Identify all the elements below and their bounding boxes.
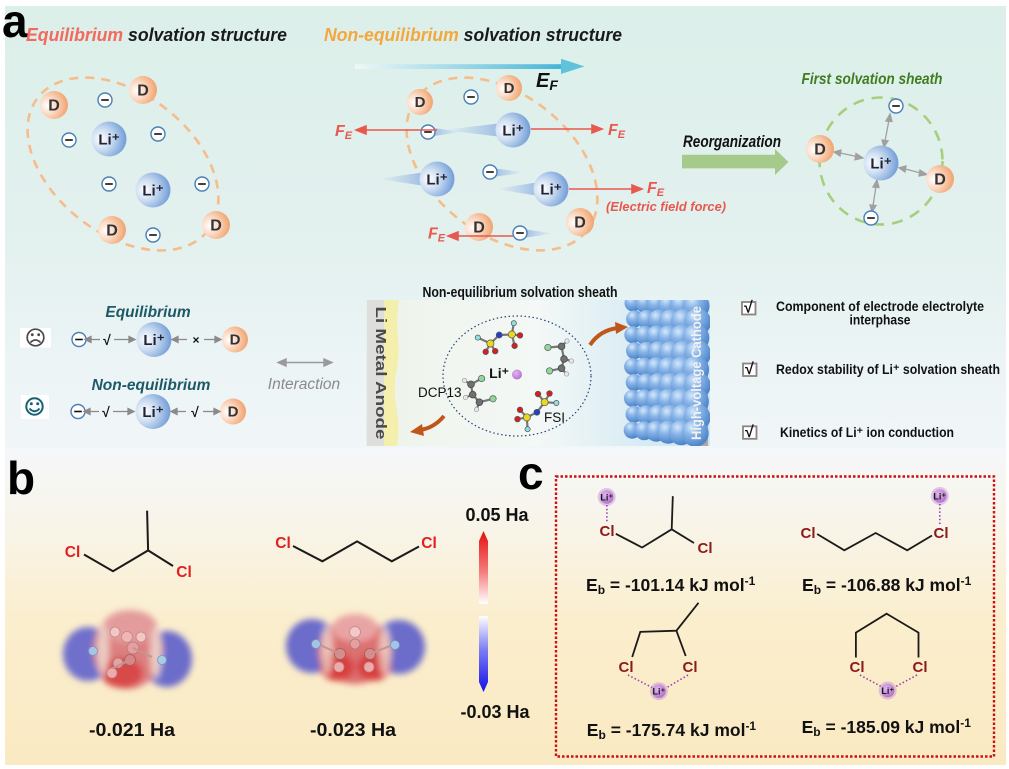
svg-text:Equilibrium solvation structur: Equilibrium solvation structure bbox=[26, 24, 287, 45]
svg-text:Cl: Cl bbox=[850, 659, 865, 676]
svg-text:Eb = -106.88 kJ mol-1: Eb = -106.88 kJ mol-1 bbox=[802, 574, 972, 597]
svg-text:Cl: Cl bbox=[600, 523, 615, 540]
svg-text:Non-equilibrium: Non-equilibrium bbox=[92, 377, 211, 394]
svg-text:a: a bbox=[2, 0, 28, 47]
svg-text:c: c bbox=[518, 447, 544, 499]
svg-text:Eb = -175.74 kJ mol-1: Eb = -175.74 kJ mol-1 bbox=[587, 719, 757, 742]
svg-text:Cl: Cl bbox=[176, 564, 192, 581]
svg-text:√: √ bbox=[745, 424, 754, 441]
svg-text:-0.021 Ha: -0.021 Ha bbox=[89, 719, 176, 740]
svg-text:×: × bbox=[192, 333, 199, 347]
svg-text:Cl: Cl bbox=[913, 659, 928, 676]
svg-text:Li Metal Anode: Li Metal Anode bbox=[372, 307, 389, 440]
svg-text:(Electric field force): (Electric field force) bbox=[606, 200, 726, 214]
svg-text:Reorganization: Reorganization bbox=[683, 133, 781, 151]
svg-text:√: √ bbox=[191, 404, 199, 420]
svg-text:b: b bbox=[7, 452, 35, 504]
svg-text:√: √ bbox=[103, 332, 111, 348]
svg-text:Cl: Cl bbox=[275, 535, 291, 552]
svg-text:interphase: interphase bbox=[850, 313, 911, 328]
svg-text:√: √ bbox=[102, 404, 110, 420]
svg-text:Cl: Cl bbox=[65, 544, 81, 561]
svg-text:0.05 Ha: 0.05 Ha bbox=[465, 505, 529, 525]
svg-text:√: √ bbox=[745, 361, 754, 378]
svg-text:Eb = -185.09 kJ mol-1: Eb = -185.09 kJ mol-1 bbox=[802, 716, 972, 739]
svg-text:Cl: Cl bbox=[698, 540, 713, 557]
svg-text:Cl: Cl bbox=[421, 535, 437, 552]
svg-text:FSI: FSI bbox=[544, 410, 565, 425]
svg-text:Redox stability of Li⁺ solvati: Redox stability of Li⁺ solvation sheath bbox=[776, 362, 1000, 377]
svg-text:Kinetics of Li⁺ ion conduction: Kinetics of Li⁺ ion conduction bbox=[780, 425, 954, 440]
svg-text:-0.023 Ha: -0.023 Ha bbox=[310, 719, 397, 740]
svg-text:Cl: Cl bbox=[801, 525, 816, 542]
svg-text:Li⁺: Li⁺ bbox=[489, 365, 509, 381]
svg-text:High-voltage Cathode: High-voltage Cathode bbox=[689, 306, 704, 440]
svg-text:Component of electrode electro: Component of electrode electrolyte bbox=[776, 299, 984, 314]
svg-text:DCP13: DCP13 bbox=[418, 385, 462, 400]
svg-text:Equilibrium: Equilibrium bbox=[105, 304, 190, 321]
svg-text:First solvation sheath: First solvation sheath bbox=[802, 71, 943, 88]
svg-text:Cl: Cl bbox=[619, 659, 634, 676]
svg-text:-0.03 Ha: -0.03 Ha bbox=[460, 702, 530, 722]
svg-text:√: √ bbox=[744, 300, 753, 317]
svg-text:Eb = -101.14 kJ mol-1: Eb = -101.14 kJ mol-1 bbox=[586, 574, 756, 597]
svg-text:Non-equilibrium solvation shea: Non-equilibrium solvation sheath bbox=[423, 285, 618, 301]
svg-text:Cl: Cl bbox=[934, 525, 949, 542]
svg-text:Cl: Cl bbox=[683, 659, 698, 676]
svg-text:Non-equilibrium solvation stru: Non-equilibrium solvation structure bbox=[324, 24, 622, 45]
svg-text:Interaction: Interaction bbox=[268, 376, 340, 393]
